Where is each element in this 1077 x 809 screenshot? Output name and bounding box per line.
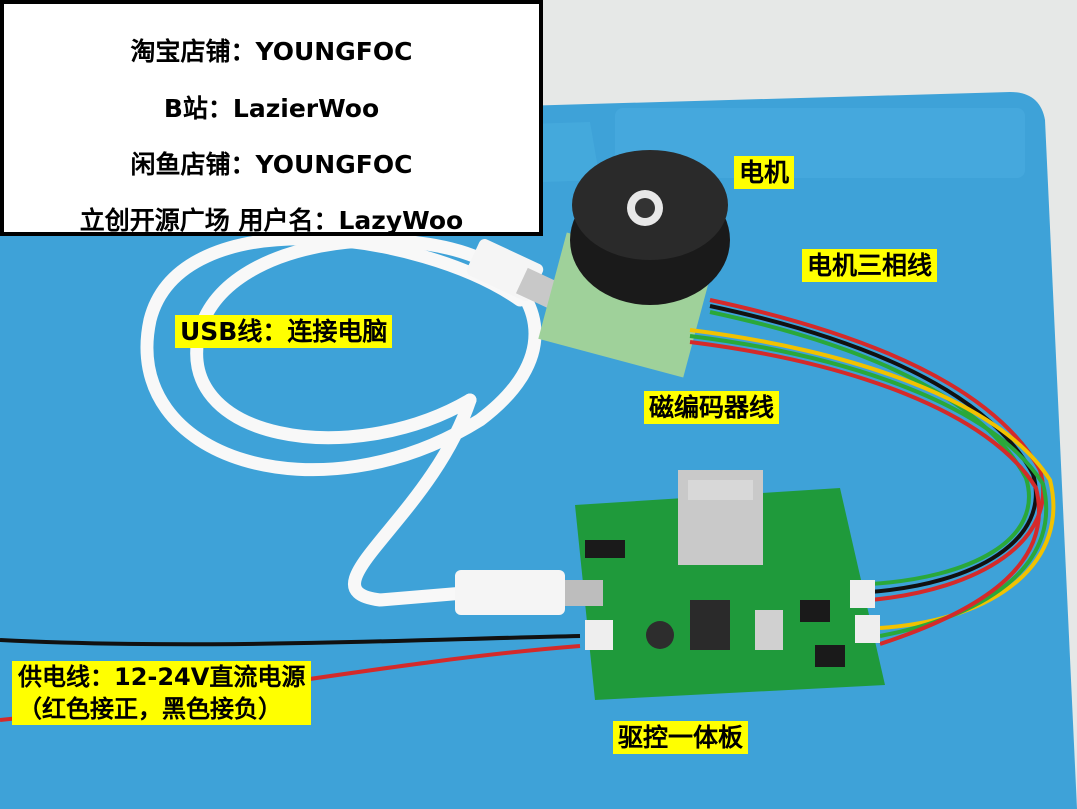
usb-wire-label: USB线：连接电脑 xyxy=(175,315,393,348)
xianyu-store-text: 闲鱼店铺：YOUNGFOC xyxy=(130,150,413,179)
bilibili-text: B站：LazierWoo xyxy=(163,94,380,123)
power-wire-label-line2: （红色接正，黑色接负） xyxy=(18,695,282,723)
motor xyxy=(538,150,730,378)
lceda-user-text: 立创开源广场 用户名：LazyWoo xyxy=(79,206,464,235)
info-box: 淘宝店铺：YOUNGFOC B站：LazierWoo 闲鱼店铺：YOUNGFOC… xyxy=(0,0,543,236)
power-wire-label-line1: 供电线：12-24V直流电源 xyxy=(18,663,306,691)
driver-board-label: 驱控一体板 xyxy=(613,721,749,754)
motor-label: 电机 xyxy=(734,156,795,189)
taobao-store-text: 淘宝店铺：YOUNGFOC xyxy=(130,37,413,66)
encoder-wire-label: 磁编码器线 xyxy=(644,391,780,424)
motor-phase-wire-label: 电机三相线 xyxy=(802,249,938,282)
encoder-wires xyxy=(689,328,1056,646)
power-wire-label: 供电线：12-24V直流电源 （红色接正，黑色接负） xyxy=(12,661,312,725)
usb-plug-board xyxy=(455,570,603,615)
driver-board xyxy=(575,470,885,700)
mat-tray xyxy=(615,108,1025,178)
